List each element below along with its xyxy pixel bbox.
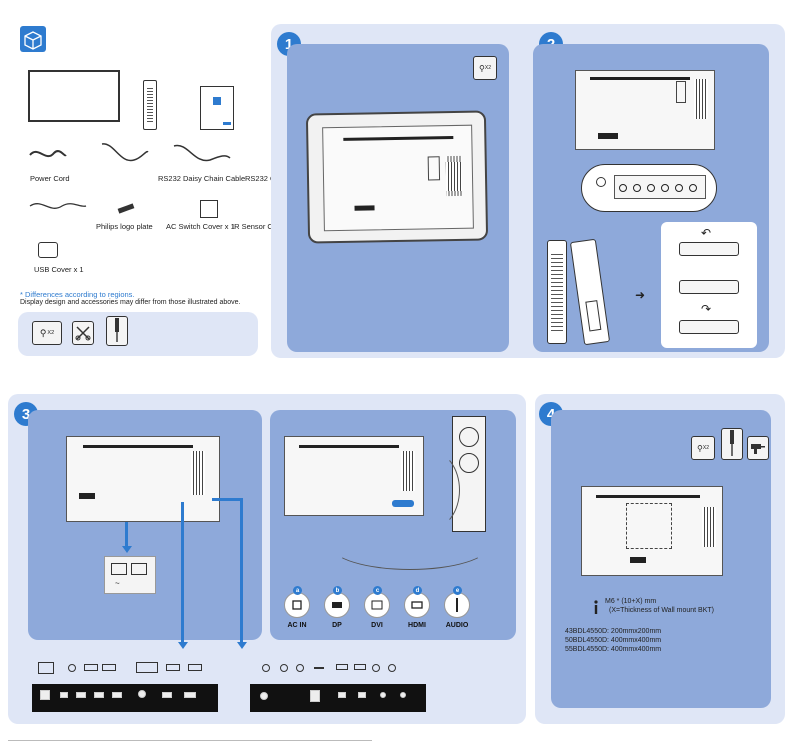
display-back-illustration <box>581 486 723 576</box>
dvi-port-icon <box>136 662 158 673</box>
screw-spec: M6 * (10+X) mm <box>605 598 657 605</box>
philips-logo-plate-label: Philips logo plate <box>96 222 153 231</box>
remote-back-illustration <box>569 238 611 346</box>
rs232-daisy-cable-label: RS232 Daisy Chain Cable <box>158 174 246 183</box>
dvi-connector-icon <box>364 592 390 618</box>
ir-sensor-cable-label: IR Sensor Cable <box>232 222 288 231</box>
connector-label: AC IN <box>287 622 307 629</box>
connector-arrow-right <box>240 498 243 642</box>
ac-switch-cover-label: AC Switch Cover x 1 <box>166 222 235 231</box>
connector-badge: c <box>373 586 382 595</box>
cable-line <box>400 450 460 530</box>
ac-switch-cover-illustration <box>200 200 218 218</box>
ac-switch-detail: ~ <box>104 556 156 594</box>
display-on-foam-illustration <box>305 110 489 244</box>
audio-port-icon <box>372 664 380 672</box>
dash-icon <box>314 667 324 669</box>
philips-logo-plate-illustration <box>117 203 135 214</box>
arrow-right-icon: ➜ <box>635 288 646 302</box>
rs232-cable-label: RS232 Cable <box>245 174 290 183</box>
screw-icon: ⚲X2 <box>32 321 62 345</box>
connector-label: DVI <box>371 622 383 629</box>
steps-1-2-panel: 1 ⚲X2 2 <box>271 24 785 358</box>
screwdriver-icon <box>721 428 743 460</box>
info-icon <box>593 600 599 614</box>
usb-port-icon <box>336 664 348 670</box>
audio-port-icon <box>296 664 304 672</box>
ir-cable-illustration <box>28 196 88 216</box>
rs232-cable-illustration <box>172 140 232 168</box>
drill-icon <box>747 436 769 460</box>
audio-port-icon <box>388 664 396 672</box>
usb-cover-illustration <box>38 242 58 258</box>
accessory-tools-panel: ⚲X2 <box>18 312 258 356</box>
connector-badge: b <box>333 586 342 595</box>
box-icon <box>20 26 46 52</box>
usb-port-icon <box>354 664 366 670</box>
display-back-illustration <box>66 436 220 522</box>
cable-line <box>330 520 490 570</box>
screwdriver-icon <box>106 316 128 346</box>
hdmi-port-icon <box>166 664 180 671</box>
step-1-area: ⚲X2 <box>287 44 509 352</box>
connector-arrow-left <box>181 502 184 642</box>
audio-connector-icon <box>444 592 470 618</box>
scissors-icon <box>72 321 94 345</box>
connector-badge: a <box>293 586 302 595</box>
display-illustration <box>28 70 120 122</box>
lan-port-icon <box>38 662 54 674</box>
arrow-head <box>178 642 188 649</box>
connector-label: HDMI <box>408 622 426 629</box>
connector-arrow-top <box>212 498 242 501</box>
screw-icon: ⚲X2 <box>691 436 715 460</box>
power-cord-illustration <box>28 143 68 165</box>
remote-front-illustration <box>547 240 567 344</box>
model-spec: 43BDL4550D: 200mmx200mm <box>565 628 662 635</box>
step-4-area: ⚲X2 M6 * (10+X) mm (X=Thickness of Wall … <box>551 410 771 708</box>
battery-install-steps: ↶ ↷ <box>661 222 757 348</box>
remote-control-illustration <box>143 80 157 130</box>
hdmi-connector-icon <box>404 592 430 618</box>
step-3-display-area: ~ <box>28 410 262 640</box>
hdmi-port-icon <box>84 664 98 671</box>
step-4-panel: 4 ⚲X2 M6 * (10+X) mm (X=Thickness of Wal… <box>535 394 785 724</box>
hdmi-port-icon <box>188 664 202 671</box>
model-spec: 50BDL4550D: 400mmx400mm <box>565 637 662 644</box>
control-buttons-zoom <box>581 164 717 212</box>
arrow-head <box>122 546 132 553</box>
dp-connector-icon <box>324 592 350 618</box>
port-strip <box>32 684 218 712</box>
quick-start-guide-illustration <box>200 86 234 130</box>
footer-divider <box>8 740 372 741</box>
usb-cover-label: USB Cover x 1 <box>34 265 84 274</box>
port-strip <box>250 684 426 712</box>
screw-icon: ⚲X2 <box>473 56 497 80</box>
arrow-head <box>237 642 247 649</box>
regions-note: * Differences according to regions. <box>20 290 135 299</box>
model-spec: 55BDL4550D: 400mmx400mm <box>565 646 662 653</box>
connector-label: DP <box>332 622 342 629</box>
rs232-daisy-cable-illustration <box>100 140 150 168</box>
ac-in-connector-icon <box>284 592 310 618</box>
audio-port-icon <box>68 664 76 672</box>
screw-note: (X=Thickness of Wall mount BKT) <box>609 607 714 614</box>
connector-highlight <box>392 500 414 507</box>
hdmi-port-icon <box>102 664 116 671</box>
power-cord-label: Power Cord <box>30 174 70 183</box>
display-back-illustration <box>575 70 715 150</box>
audio-port-icon <box>280 664 288 672</box>
design-note: Display design and accessories may diffe… <box>20 299 241 306</box>
arrow-down-icon <box>125 522 128 546</box>
ports-panel-left <box>8 650 226 722</box>
connector-badge: e <box>453 586 462 595</box>
connector-label: AUDIO <box>445 622 469 629</box>
step-3-cabling-area: a b c d e AC IN DP DVI HDMI AUDIO <box>270 410 516 640</box>
audio-port-icon <box>262 664 270 672</box>
step-2-area: ➜ ↶ ↷ <box>533 44 769 352</box>
connector-badge: d <box>413 586 422 595</box>
ports-panel-right <box>232 650 526 722</box>
